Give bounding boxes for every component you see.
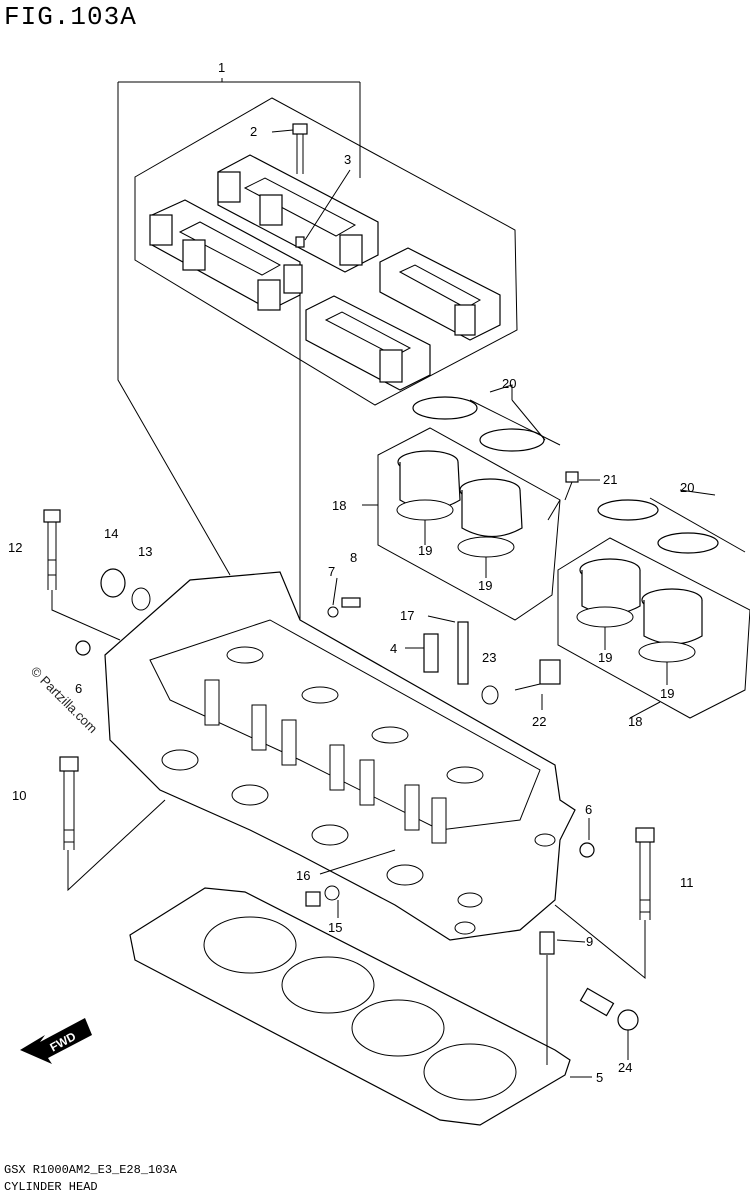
callout-21: 21 bbox=[603, 472, 617, 487]
callout-16: 16 bbox=[296, 868, 310, 883]
bolt-15 bbox=[305, 885, 340, 918]
camshaft-holder-3 bbox=[379, 247, 501, 341]
callout-19d: 19 bbox=[660, 686, 674, 701]
callout-22: 22 bbox=[532, 714, 546, 729]
figure-title: FIG.103A bbox=[4, 2, 137, 32]
callout-17: 17 bbox=[400, 608, 414, 623]
callout-10: 10 bbox=[12, 788, 26, 803]
forward-arrow: FWD bbox=[20, 1018, 92, 1064]
figure-code: GSX R1000AM2_E3_E28_103A bbox=[4, 1163, 177, 1177]
callout-18b: 18 bbox=[628, 714, 642, 729]
cylinder-head bbox=[104, 571, 576, 941]
callout-9: 9 bbox=[586, 934, 593, 949]
callout-19a: 19 bbox=[418, 543, 432, 558]
callout-18a: 18 bbox=[332, 498, 346, 513]
leader-16 bbox=[319, 849, 396, 875]
spark-plug-cap-4 bbox=[405, 633, 439, 673]
callout-11: 11 bbox=[680, 875, 694, 890]
callout-20a: 20 bbox=[502, 376, 516, 391]
camshaft-holder-4 bbox=[305, 295, 431, 391]
figure-footer: GSX R1000AM2_E3_E28_103A CYLINDER HEAD bbox=[4, 1162, 177, 1196]
camshaft-holder-2 bbox=[217, 154, 379, 273]
intake-pipe-group-lower bbox=[557, 537, 750, 719]
callout-7: 7 bbox=[328, 564, 335, 579]
intake-insulator-upper bbox=[412, 384, 561, 452]
cylinder-head-gasket bbox=[129, 887, 592, 1126]
head-bolt-10 bbox=[59, 756, 166, 892]
callout-4: 4 bbox=[390, 641, 397, 656]
callout-19c: 19 bbox=[598, 650, 612, 665]
callout-13: 13 bbox=[138, 544, 152, 559]
camshaft-holder-group bbox=[117, 78, 518, 620]
callout-8: 8 bbox=[350, 550, 357, 565]
clamp-screw bbox=[547, 471, 600, 521]
figure-name: CYLINDER HEAD bbox=[4, 1180, 98, 1194]
callout-2: 2 bbox=[250, 124, 257, 139]
callout-20b: 20 bbox=[680, 480, 694, 495]
callout-5: 5 bbox=[596, 1070, 603, 1085]
callout-labels: 1 2 3 4 5 6 6 7 8 9 10 11 12 13 14 15 16… bbox=[8, 60, 694, 1085]
plug-6a bbox=[75, 640, 91, 656]
holder-bolt bbox=[292, 123, 308, 174]
gasket-23 bbox=[481, 685, 499, 705]
callout-23: 23 bbox=[482, 650, 496, 665]
callout-6a: 6 bbox=[75, 681, 82, 696]
callout-14: 14 bbox=[104, 526, 118, 541]
plug-13-14 bbox=[100, 568, 151, 611]
intake-insulator-lower bbox=[597, 489, 746, 554]
head-bolt-11 bbox=[554, 827, 655, 980]
oil-jet-7-8 bbox=[327, 577, 361, 618]
callout-6b: 6 bbox=[585, 802, 592, 817]
callout-12: 12 bbox=[8, 540, 22, 555]
callout-1: 1 bbox=[218, 60, 225, 75]
callout-24: 24 bbox=[618, 1060, 632, 1075]
dowel-9 bbox=[539, 931, 586, 1065]
head-bolt-12 bbox=[43, 509, 121, 641]
callout-19b: 19 bbox=[478, 578, 492, 593]
watermark: © Partzilla.com bbox=[28, 664, 101, 737]
bolt-24 bbox=[579, 987, 639, 1060]
spark-plug-17 bbox=[427, 615, 469, 685]
dowel-pin bbox=[295, 236, 305, 248]
callout-3: 3 bbox=[344, 152, 351, 167]
sensor-22 bbox=[514, 659, 561, 710]
callout-15: 15 bbox=[328, 920, 342, 935]
camshaft-holder-1 bbox=[149, 199, 303, 311]
intake-pipe-group-upper bbox=[362, 427, 561, 621]
plug-6b bbox=[579, 818, 595, 858]
